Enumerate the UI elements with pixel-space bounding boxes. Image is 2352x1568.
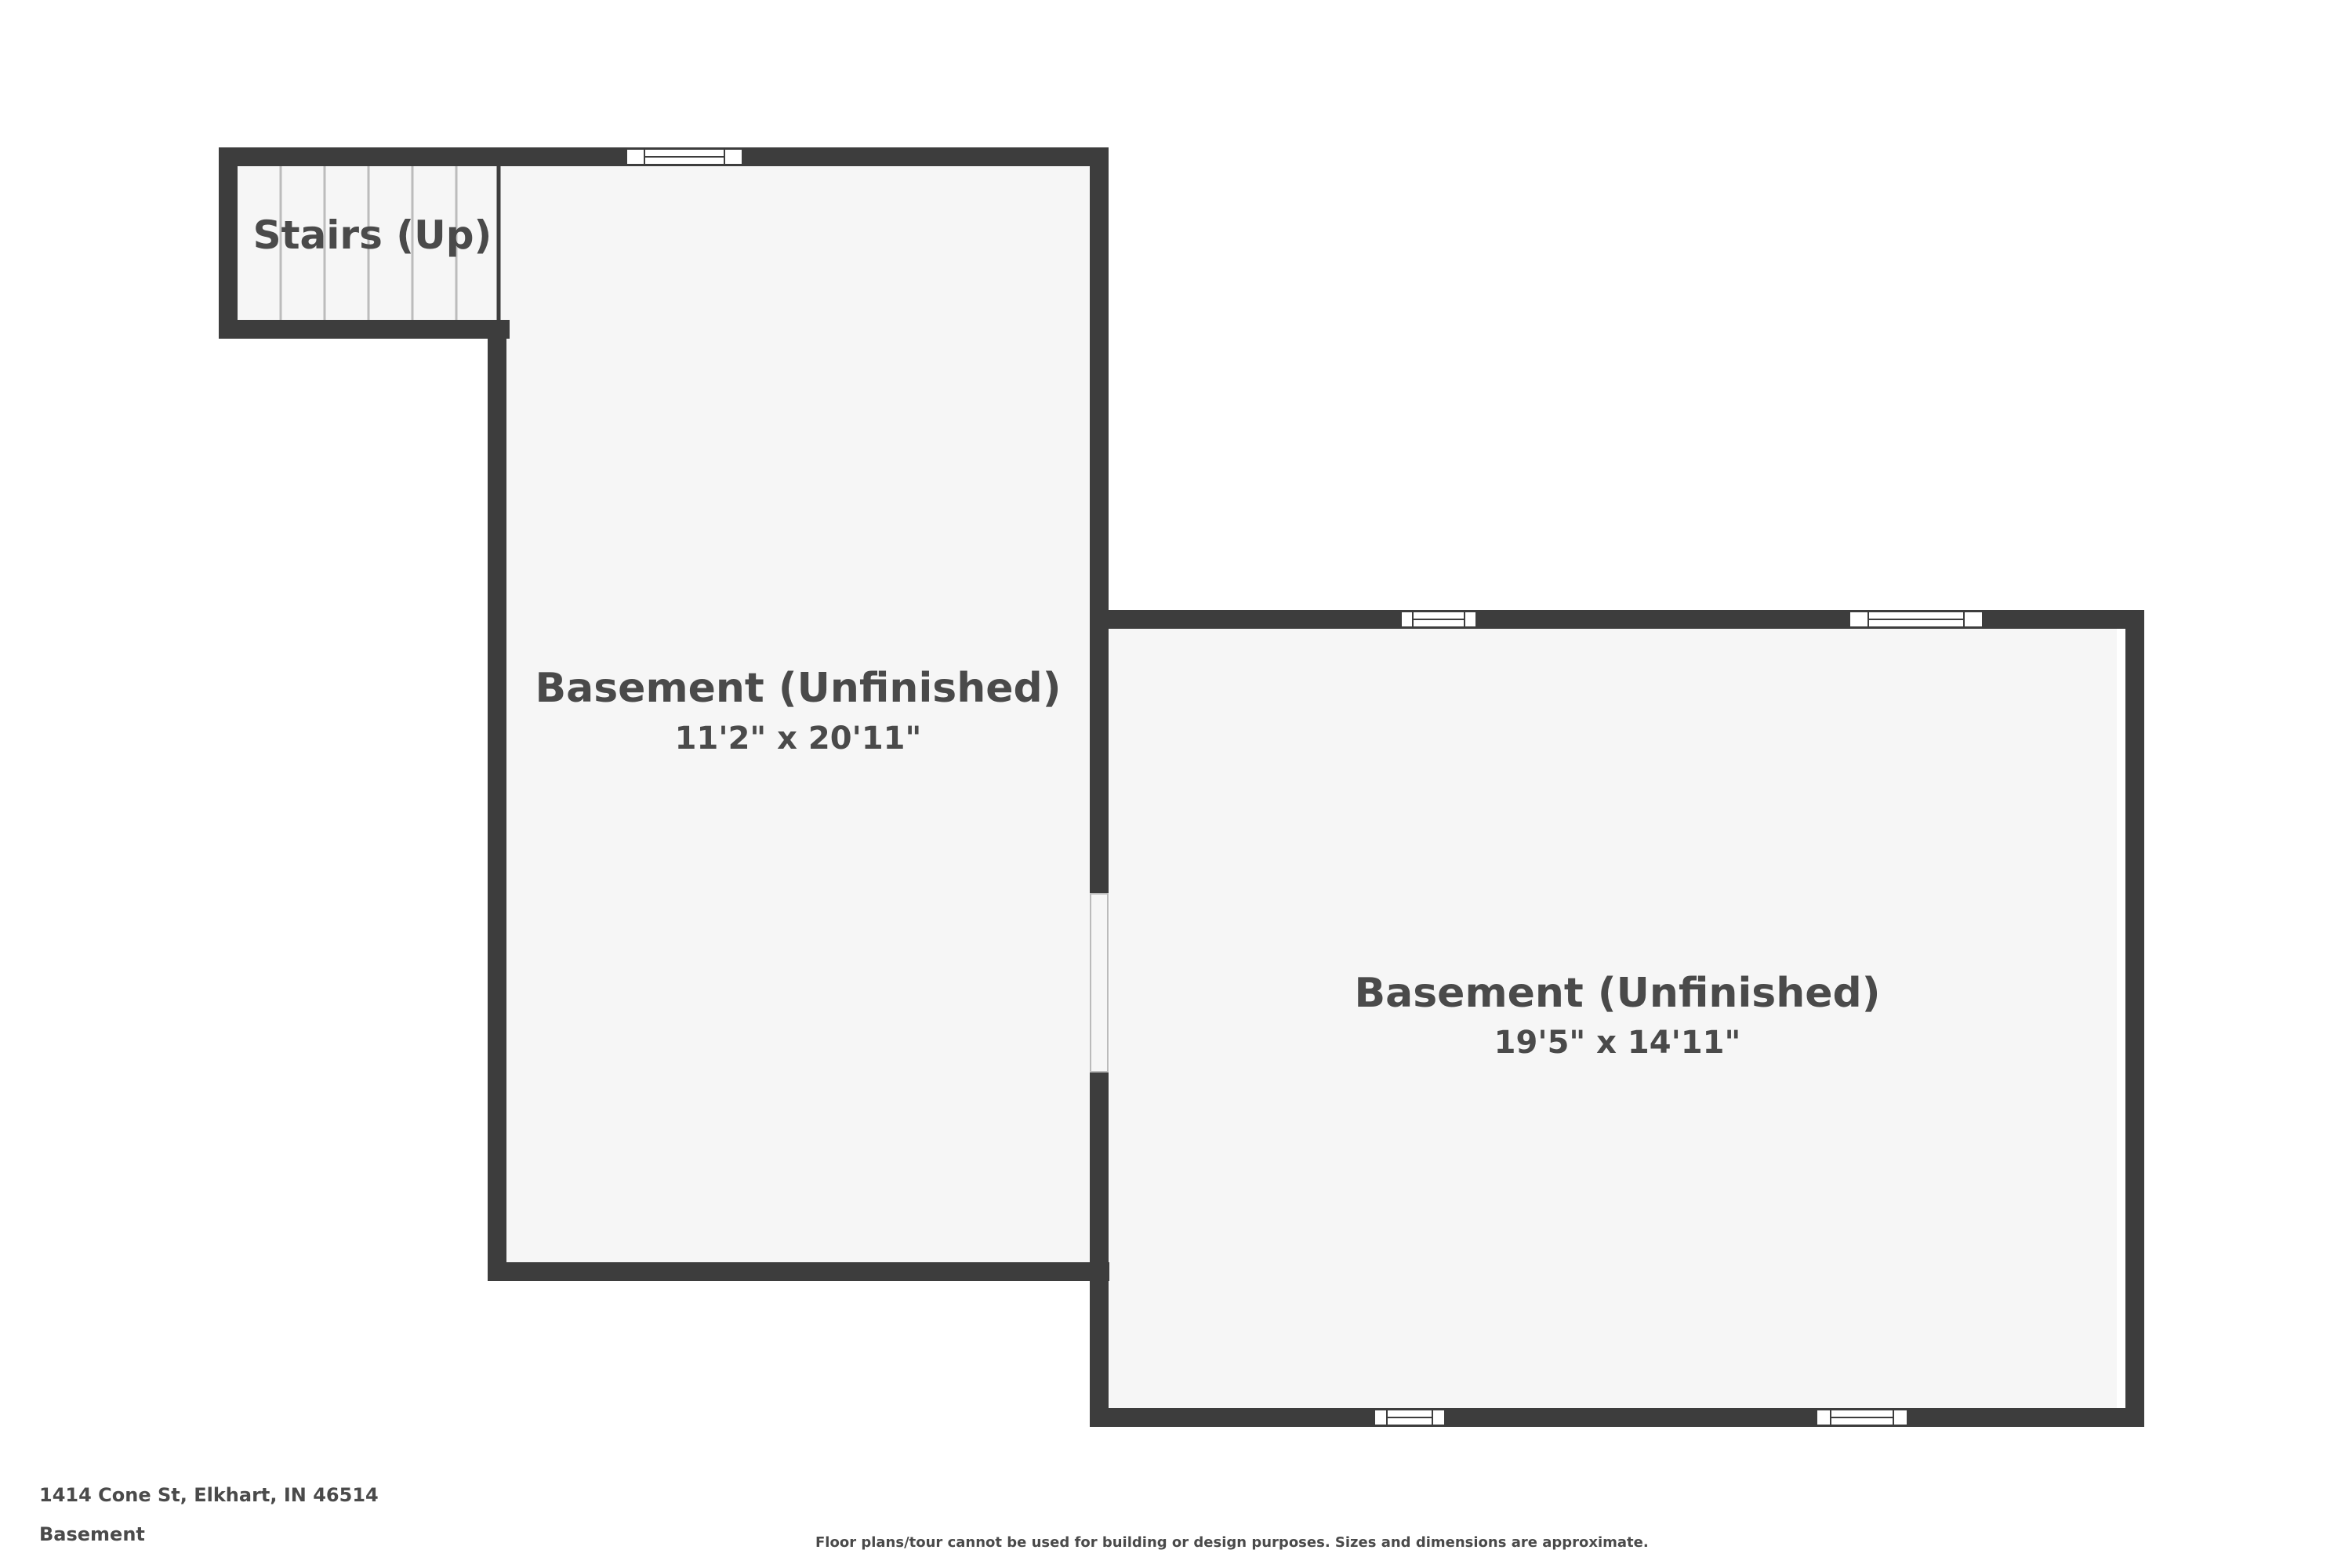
wall-opening	[1090, 893, 1109, 1073]
window-icon	[1816, 1409, 1908, 1426]
disclaimer-text: Floor plans/tour cannot be used for buil…	[815, 1534, 1649, 1551]
basement-right-floor	[1109, 627, 2117, 1411]
basement-right-dimensions: 19'5" x 14'11"	[1494, 1025, 1741, 1061]
property-address: 1414 Cone St, Elkhart, IN 46514	[39, 1484, 379, 1506]
window-icon	[626, 148, 743, 165]
window-icon	[1849, 611, 1984, 628]
floor-name: Basement	[39, 1523, 145, 1545]
window-icon	[1374, 1409, 1446, 1426]
stairs-label: Stairs (Up)	[253, 212, 492, 258]
basement-left-title: Basement (Unfinished)	[535, 665, 1062, 712]
basement-left-floor	[499, 165, 1091, 1262]
basement-left-dimensions: 11'2" x 20'11"	[675, 720, 922, 757]
basement-right-title: Basement (Unfinished)	[1355, 970, 1881, 1017]
stair-treads	[279, 166, 458, 321]
window-icon	[1400, 611, 1477, 628]
